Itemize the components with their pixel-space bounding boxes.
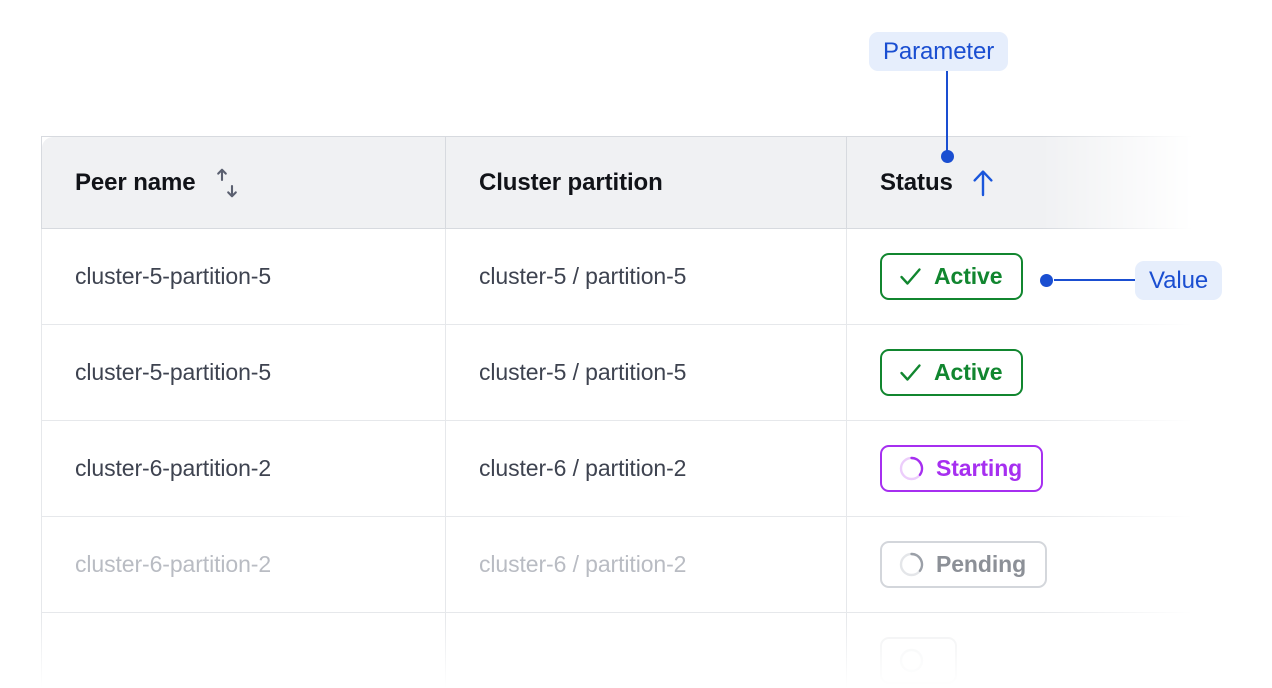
column-header-cluster-partition[interactable]: Cluster partition	[445, 136, 847, 229]
annotation-connector-parameter	[946, 71, 948, 156]
table-body: cluster-5-partition-5 cluster-5 / partit…	[41, 228, 1201, 688]
status-badge-label: Active	[934, 263, 1003, 289]
sort-both-icon[interactable]	[213, 168, 241, 198]
annotation-dot-value	[1040, 274, 1053, 287]
peers-table-container: Peer name Cluster partition	[41, 136, 1201, 688]
table-row[interactable]	[41, 612, 1201, 688]
status-badge-active: Active	[880, 253, 1024, 300]
cell-peer-name: cluster-5-partition-5	[41, 228, 446, 325]
check-icon	[898, 264, 923, 289]
table-header: Peer name Cluster partition	[41, 136, 1201, 229]
spinner-icon	[898, 455, 925, 482]
annotation-label-parameter: Parameter	[869, 32, 1009, 71]
column-header-peer-name[interactable]: Peer name	[41, 136, 446, 229]
table-row[interactable]: cluster-6-partition-2 cluster-6 / partit…	[41, 516, 1201, 613]
cell-peer-name: cluster-5-partition-5	[41, 324, 446, 421]
status-badge-label: Pending	[936, 551, 1027, 577]
cell-status	[846, 612, 1201, 688]
cell-status: Active	[846, 324, 1201, 421]
annotation-connector-value	[1054, 279, 1136, 281]
cell-cluster-partition: cluster-5 / partition-5	[445, 228, 847, 325]
status-badge-starting: Starting	[880, 445, 1044, 492]
check-icon	[898, 360, 923, 385]
table-row[interactable]: cluster-5-partition-5 cluster-5 / partit…	[41, 324, 1201, 421]
peers-table: Peer name Cluster partition	[41, 136, 1201, 688]
table-row[interactable]: cluster-6-partition-2 cluster-6 / partit…	[41, 420, 1201, 517]
spinner-icon	[898, 551, 925, 578]
annotation-label-value: Value	[1135, 261, 1223, 300]
column-header-status-label: Status	[880, 168, 953, 196]
column-header-cluster-partition-label: Cluster partition	[479, 168, 663, 196]
status-badge-pending: Pending	[880, 541, 1048, 588]
status-badge-active: Active	[880, 349, 1024, 396]
cell-peer-name: cluster-6-partition-2	[41, 420, 446, 517]
cell-status: Starting	[846, 420, 1201, 517]
spinner-icon	[898, 647, 925, 674]
status-badge-label: Active	[934, 359, 1003, 385]
column-header-peer-name-label: Peer name	[75, 168, 196, 196]
cell-cluster-partition: cluster-5 / partition-5	[445, 324, 847, 421]
cell-cluster-partition: cluster-6 / partition-2	[445, 420, 847, 517]
cell-cluster-partition: cluster-6 / partition-2	[445, 516, 847, 613]
cell-status: Pending	[846, 516, 1201, 613]
column-header-status[interactable]: Status	[846, 136, 1201, 229]
cell-peer-name	[41, 612, 446, 688]
annotation-dot-parameter	[941, 150, 954, 163]
cell-peer-name: cluster-6-partition-2	[41, 516, 446, 613]
status-badge-ghost	[880, 637, 957, 684]
arrow-up-icon[interactable]	[970, 169, 996, 197]
cell-cluster-partition	[445, 612, 847, 688]
table-header-row: Peer name Cluster partition	[41, 136, 1201, 229]
status-badge-label: Starting	[936, 455, 1023, 481]
table-row[interactable]: cluster-5-partition-5 cluster-5 / partit…	[41, 228, 1201, 325]
